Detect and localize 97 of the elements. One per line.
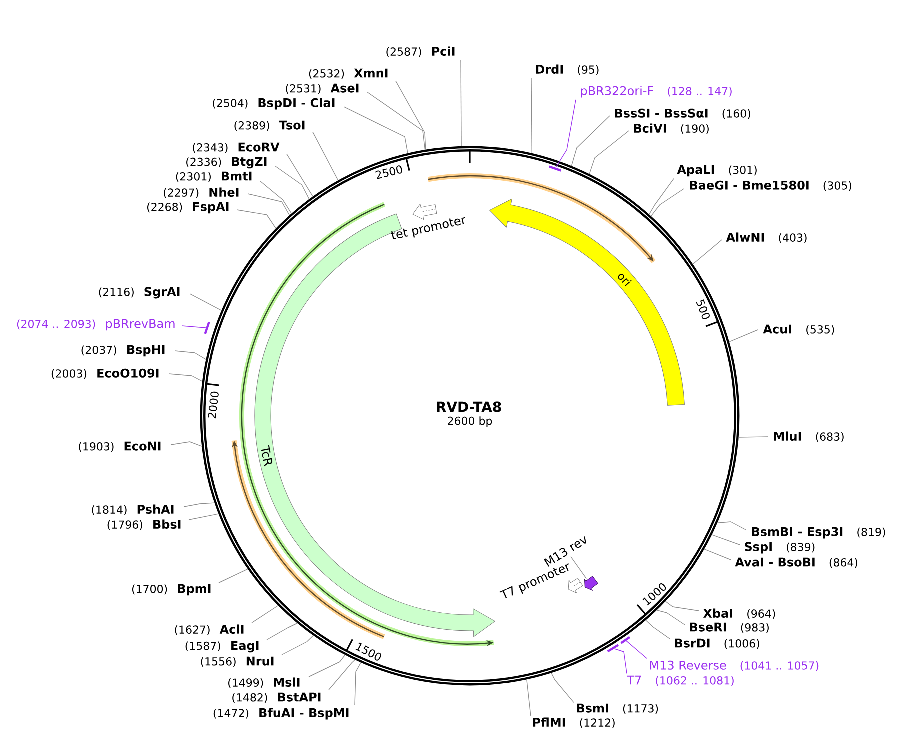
leader-line: [266, 623, 298, 640]
site-label: (2587) PciI: [386, 46, 455, 58]
site-label: (2504) BspDI - ClaI: [213, 98, 335, 110]
leader-line: [571, 116, 610, 167]
site-label: (2037) BspHI: [82, 345, 165, 357]
site-label: BsmBI - Esp3I (819): [752, 527, 886, 539]
leader-line: [252, 605, 279, 624]
leader-line: [460, 60, 462, 147]
primer-label: pBR322ori-F (128 .. 147): [581, 86, 732, 98]
leader-line: [570, 556, 587, 580]
leader-line: [556, 100, 576, 168]
tick-label: 1500: [356, 642, 382, 661]
leader-line: [614, 648, 628, 674]
tick-label: 2000: [208, 392, 219, 419]
site-label: (2336) BtgZI: [186, 157, 267, 169]
site-label: AcuI (535): [763, 324, 834, 336]
leader-line: [738, 436, 768, 438]
site-label: (2389) TsoI: [234, 120, 305, 132]
site-label: (1903) EcoNI: [79, 442, 161, 452]
site-label: (1499) MslI: [228, 678, 300, 688]
leader-line: [344, 106, 408, 154]
leader-line: [168, 374, 203, 382]
site-label: (1482) BstAPI: [232, 692, 321, 704]
site-label: AvaI - BsoBI (864): [735, 558, 858, 568]
site-label: (2003) EcoO109I: [52, 368, 159, 380]
leader-line: [692, 240, 722, 265]
primer-bar: [204, 322, 210, 334]
leader-line: [174, 350, 207, 360]
site-label: (2301) BmtI: [176, 172, 252, 182]
feature-arrow: [584, 576, 598, 591]
site-label: BsrDI (1006): [675, 638, 760, 650]
leader-line: [218, 568, 248, 584]
site-label: (1627) AclI: [175, 624, 244, 636]
leader-line: [626, 640, 648, 659]
leader-line: [328, 660, 356, 690]
tick-label: 2500: [376, 166, 402, 180]
leader-line: [354, 662, 362, 706]
leader-line: [396, 80, 426, 150]
leader-line: [274, 166, 310, 200]
leader-line: [308, 654, 346, 678]
site-label: (2531) AseI: [286, 84, 359, 94]
leader-line: [717, 522, 746, 530]
site-label: (1556) NruI: [201, 656, 274, 668]
site-label: BsmI (1173): [577, 704, 658, 714]
site-label: BciVI (190): [634, 124, 709, 134]
leader-line: [531, 78, 532, 154]
site-label: (1587) EagI: [186, 641, 259, 653]
site-label: (2532) XmnI: [309, 68, 388, 80]
site-label: ApaLI (301): [677, 165, 757, 177]
primer-bar: [549, 166, 562, 172]
site-label: XbaI (964): [703, 608, 776, 620]
leader-line: [366, 92, 426, 150]
leader-line: [182, 326, 206, 328]
leader-line: [236, 210, 276, 229]
site-label: AlwNI (403): [726, 232, 807, 244]
leader-line: [184, 502, 216, 508]
site-label: (2268) FspAI: [147, 202, 229, 214]
site-label: (2116) SgrAI: [99, 287, 180, 299]
leader-line: [704, 548, 732, 560]
leader-line: [551, 672, 574, 704]
site-label: (1700) BpmI: [132, 584, 211, 596]
leader-line: [248, 194, 290, 216]
site-label: PflMI (1212): [533, 718, 615, 728]
leader-line: [729, 330, 758, 342]
leader-line: [190, 294, 222, 312]
site-label: (2343) EcoRV: [193, 142, 280, 154]
site-label: DrdI (95): [536, 64, 599, 76]
leader-line: [170, 442, 202, 447]
site-label: BssSI - BssSαI (160): [615, 108, 750, 120]
leader-line: [312, 132, 339, 181]
tick-label: 500: [696, 300, 710, 320]
primer-label: T7 (1062 .. 1081): [627, 676, 734, 686]
leader-line: [665, 601, 700, 612]
leader-line: [712, 534, 740, 546]
primer-bar: [620, 636, 631, 644]
site-label: SspI (839): [745, 542, 815, 554]
leader-line: [649, 178, 674, 215]
site-label: (1796) BbsI: [108, 520, 181, 530]
leader-line: [282, 635, 314, 656]
leader-line: [650, 188, 684, 217]
leader-line: [526, 679, 532, 717]
primer-label: (2074 .. 2093) pBRrevBam: [17, 319, 175, 331]
leader-line: [188, 514, 220, 520]
site-label: MluI (683): [774, 432, 844, 442]
leader-line: [589, 130, 630, 175]
site-label: (2297) NheI: [164, 188, 239, 198]
leader-line: [286, 154, 314, 197]
leader-line: [646, 620, 670, 640]
site-label: (1814) PshAI: [92, 504, 174, 516]
leader-line: [656, 610, 686, 626]
leader-line: [260, 180, 292, 214]
site-label: (1472) BfuAI - BspMI: [214, 708, 349, 720]
primer-bar: [607, 644, 620, 653]
plasmid-size: 2600 bp: [448, 416, 492, 428]
site-label: BaeGI - Bme1580I (305): [690, 180, 852, 192]
primer-label: M13 Reverse (1041 .. 1057): [650, 660, 819, 672]
site-label: BseRI (983): [690, 622, 769, 634]
